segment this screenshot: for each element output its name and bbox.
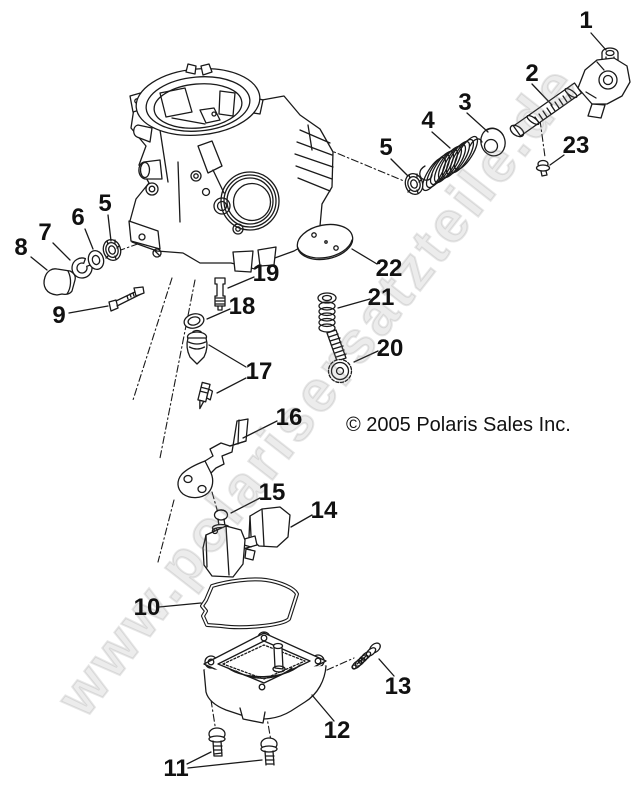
part-9-long-screw bbox=[108, 286, 145, 312]
leader-line-16 bbox=[242, 420, 278, 439]
leader-line-4 bbox=[431, 131, 451, 149]
carburetor-body bbox=[128, 63, 334, 273]
leader-line-3 bbox=[466, 112, 489, 133]
part-20-adjuster-screw bbox=[326, 329, 353, 384]
part-label-16: 16 bbox=[275, 404, 303, 431]
part-11-screws bbox=[208, 727, 278, 766]
part-label-2: 2 bbox=[525, 60, 539, 87]
part-7-c-clip bbox=[71, 257, 93, 279]
leader-lines bbox=[30, 32, 607, 769]
part-19-jet bbox=[214, 277, 226, 311]
part-3-bushing bbox=[480, 127, 506, 157]
part-17-needle bbox=[197, 381, 214, 410]
leader-line-23 bbox=[549, 154, 565, 166]
part-label-8: 8 bbox=[14, 234, 28, 261]
part-16-bracket bbox=[177, 418, 249, 499]
part-22-cover-plate bbox=[296, 223, 354, 261]
part-label-10: 10 bbox=[133, 594, 161, 621]
leader-line-19 bbox=[227, 276, 255, 289]
leader-line-11 bbox=[187, 759, 263, 769]
part-18-o-ring bbox=[183, 313, 205, 329]
leader-line-7 bbox=[52, 242, 71, 261]
part-label-4: 4 bbox=[421, 107, 435, 134]
leader-line-11 bbox=[186, 751, 212, 765]
part-label-17: 17 bbox=[245, 358, 273, 385]
leader-line-8 bbox=[30, 256, 48, 271]
part-2-throttle-shaft bbox=[509, 57, 631, 138]
part-label-5a: 5 bbox=[379, 134, 393, 161]
part-label-7: 7 bbox=[38, 219, 52, 246]
part-label-15: 15 bbox=[258, 479, 286, 506]
part-5b-seal-washer bbox=[102, 239, 122, 261]
leader-line-17 bbox=[216, 377, 247, 394]
leader-line-17 bbox=[208, 344, 247, 368]
leader-line-1 bbox=[590, 32, 607, 51]
leader-line-12 bbox=[311, 694, 335, 722]
part-label-11: 11 bbox=[163, 755, 189, 782]
part-21-small-spring bbox=[317, 292, 337, 333]
part-label-14: 14 bbox=[310, 497, 338, 524]
leader-line-5a bbox=[390, 158, 409, 177]
part-10-gasket bbox=[200, 577, 299, 630]
leader-line-9 bbox=[68, 305, 109, 314]
part-23-screw bbox=[535, 159, 551, 177]
leader-line-2 bbox=[531, 83, 553, 106]
part-label-1: 1 bbox=[579, 7, 593, 34]
part-label-21: 21 bbox=[367, 284, 395, 311]
part-6-washer bbox=[87, 249, 105, 271]
part-label-6: 6 bbox=[71, 204, 85, 231]
leader-line-10 bbox=[158, 602, 202, 608]
part-label-20: 20 bbox=[376, 335, 404, 362]
part-label-23: 23 bbox=[562, 132, 590, 159]
part-label-9: 9 bbox=[52, 302, 66, 329]
part-label-5b: 5 bbox=[98, 190, 112, 217]
part-label-13: 13 bbox=[384, 673, 412, 700]
part-4-coil-spring bbox=[419, 135, 483, 192]
leader-line-5b bbox=[107, 214, 112, 242]
leader-line-6 bbox=[84, 228, 94, 250]
part-label-18: 18 bbox=[228, 293, 256, 320]
part-12-float-bowl bbox=[203, 631, 327, 724]
part-17-plunger bbox=[186, 329, 208, 365]
part-label-3: 3 bbox=[458, 89, 472, 116]
part-label-12: 12 bbox=[323, 717, 351, 744]
part-5a-seal-washer bbox=[404, 173, 424, 195]
leader-line-22 bbox=[351, 248, 378, 265]
leader-line-14 bbox=[290, 514, 313, 528]
leader-line-13 bbox=[378, 658, 395, 677]
leader-line-20 bbox=[353, 350, 379, 363]
leader-line-15 bbox=[230, 497, 261, 514]
leader-line-21 bbox=[337, 298, 371, 309]
part-13-drain-screw bbox=[351, 642, 381, 670]
part-label-19: 19 bbox=[252, 260, 280, 287]
part-8-cap bbox=[43, 268, 76, 296]
leader-line-18 bbox=[206, 308, 231, 320]
part-label-22: 22 bbox=[375, 255, 403, 282]
part-14-float bbox=[202, 506, 291, 578]
copyright-text: © 2005 Polaris Sales Inc. bbox=[346, 414, 571, 436]
